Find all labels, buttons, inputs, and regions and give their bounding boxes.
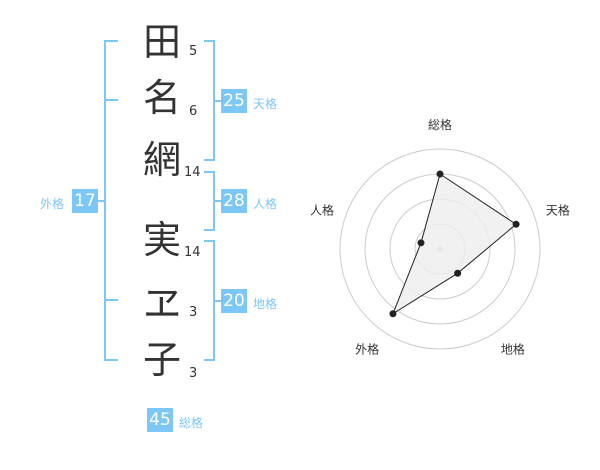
radar-polygon: [391, 173, 517, 315]
chikaku-label: 地格: [253, 297, 278, 311]
stroke-count-2: 6: [189, 104, 198, 119]
jinkaku-value: 28: [221, 189, 247, 213]
soukaku-value: 45: [147, 408, 173, 432]
radar-ring-4: [339, 148, 541, 350]
jinkaku-label: 人格: [253, 197, 278, 211]
name-char-5: ヱ: [142, 282, 181, 326]
chikaku-bracket-bottom: [204, 359, 215, 361]
stroke-count-6: 3: [189, 366, 198, 381]
radar-point-1: [512, 220, 520, 228]
tenkaku-value: 25: [221, 89, 247, 113]
radar-point-2: [454, 269, 462, 277]
radar-point-3: [389, 310, 397, 318]
stroke-count-1: 5: [189, 44, 198, 59]
stroke-count-4: 14: [184, 245, 201, 260]
stroke-count-3: 14: [184, 165, 201, 180]
name-char-3: 網: [142, 138, 181, 182]
name-char-4: 実: [142, 218, 181, 262]
gaikaku-value: 17: [72, 189, 98, 213]
tenkaku-bracket-bottom: [204, 159, 215, 161]
stroke-count-5: 3: [189, 305, 198, 320]
tenkaku-bracket-top: [204, 40, 215, 42]
tenkaku-bracket-connector: [214, 100, 222, 102]
radar-axis-label-4: 人格: [310, 203, 334, 218]
gaikaku-bracket-tick-lower: [104, 299, 118, 301]
radar-axis-label-1: 天格: [546, 203, 570, 218]
radar-point-0: [436, 170, 444, 178]
jinkaku-bracket-bottom: [204, 229, 215, 231]
gaikaku-bracket-tick-upper: [104, 99, 118, 101]
gaikaku-bracket-bottom: [104, 359, 118, 361]
jinkaku-bracket-top: [204, 171, 215, 173]
name-char-1: 田: [142, 20, 181, 64]
radar-point-4: [417, 239, 425, 247]
chikaku-bracket-top: [204, 240, 215, 242]
radar-axis-label-3: 外格: [355, 341, 379, 356]
name-char-6: 子: [142, 338, 181, 382]
chikaku-value: 20: [221, 289, 247, 313]
gaikaku-label: 外格: [40, 197, 65, 211]
name-char-2: 名: [142, 76, 181, 120]
radar-axis-label-2: 地格: [501, 341, 525, 356]
radar-axis-label-0: 総格: [428, 117, 452, 132]
chikaku-bracket-connector: [214, 300, 222, 302]
gaikaku-bracket-top: [104, 40, 118, 42]
gaikaku-bracket-connector: [97, 200, 105, 202]
jinkaku-bracket-connector: [214, 200, 222, 202]
soukaku-label: 総格: [179, 416, 204, 430]
gaikaku-bracket-vertical: [104, 40, 106, 361]
tenkaku-label: 天格: [253, 97, 278, 111]
